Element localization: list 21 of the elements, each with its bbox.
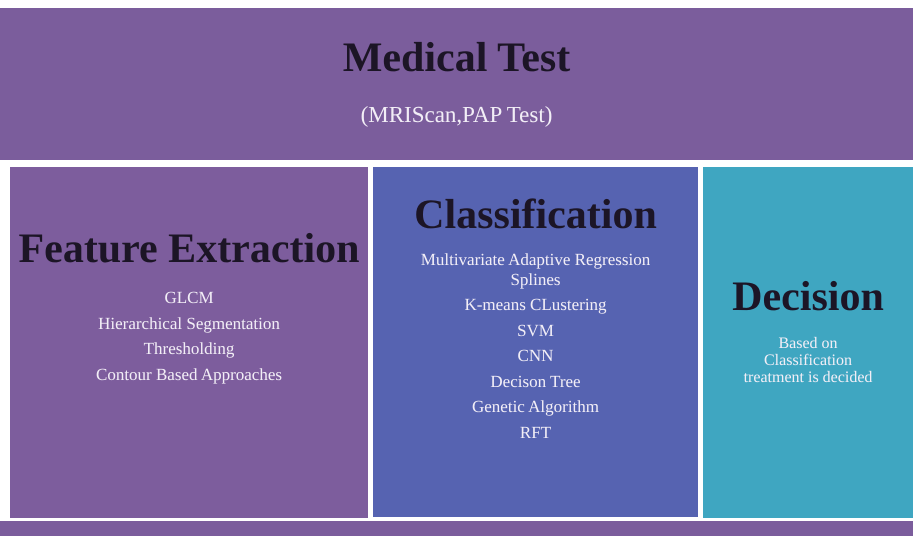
list-item: Contour Based Approaches <box>96 364 282 384</box>
subheading: (MRIScan,PAP Test) <box>360 102 552 128</box>
stage-panel <box>10 167 368 518</box>
list-item: Hierarchical Segmentation <box>98 314 280 334</box>
list-item: Multivariate Adaptive Regression Splines <box>420 250 650 290</box>
heading: Classification <box>413 193 658 238</box>
list-item: SVM <box>517 320 554 340</box>
stage-panel <box>370 164 701 520</box>
heading: Decision <box>731 275 885 320</box>
list-item: Genetic Algorithm <box>472 397 599 417</box>
description-text: Based on Classification treatment is decided <box>742 336 874 386</box>
list-item: RFT <box>520 422 552 442</box>
heading: Feature Extraction <box>18 227 360 272</box>
stage-panel <box>703 167 913 518</box>
list-item: Thresholding <box>144 339 234 359</box>
list-item: GLCM <box>164 288 214 308</box>
list-item: K-means CLustering <box>464 295 607 315</box>
list-item: CNN <box>518 346 554 366</box>
list-item: Decison Tree <box>490 372 581 392</box>
header-band <box>0 8 913 160</box>
heading: Medical Test <box>342 36 572 80</box>
